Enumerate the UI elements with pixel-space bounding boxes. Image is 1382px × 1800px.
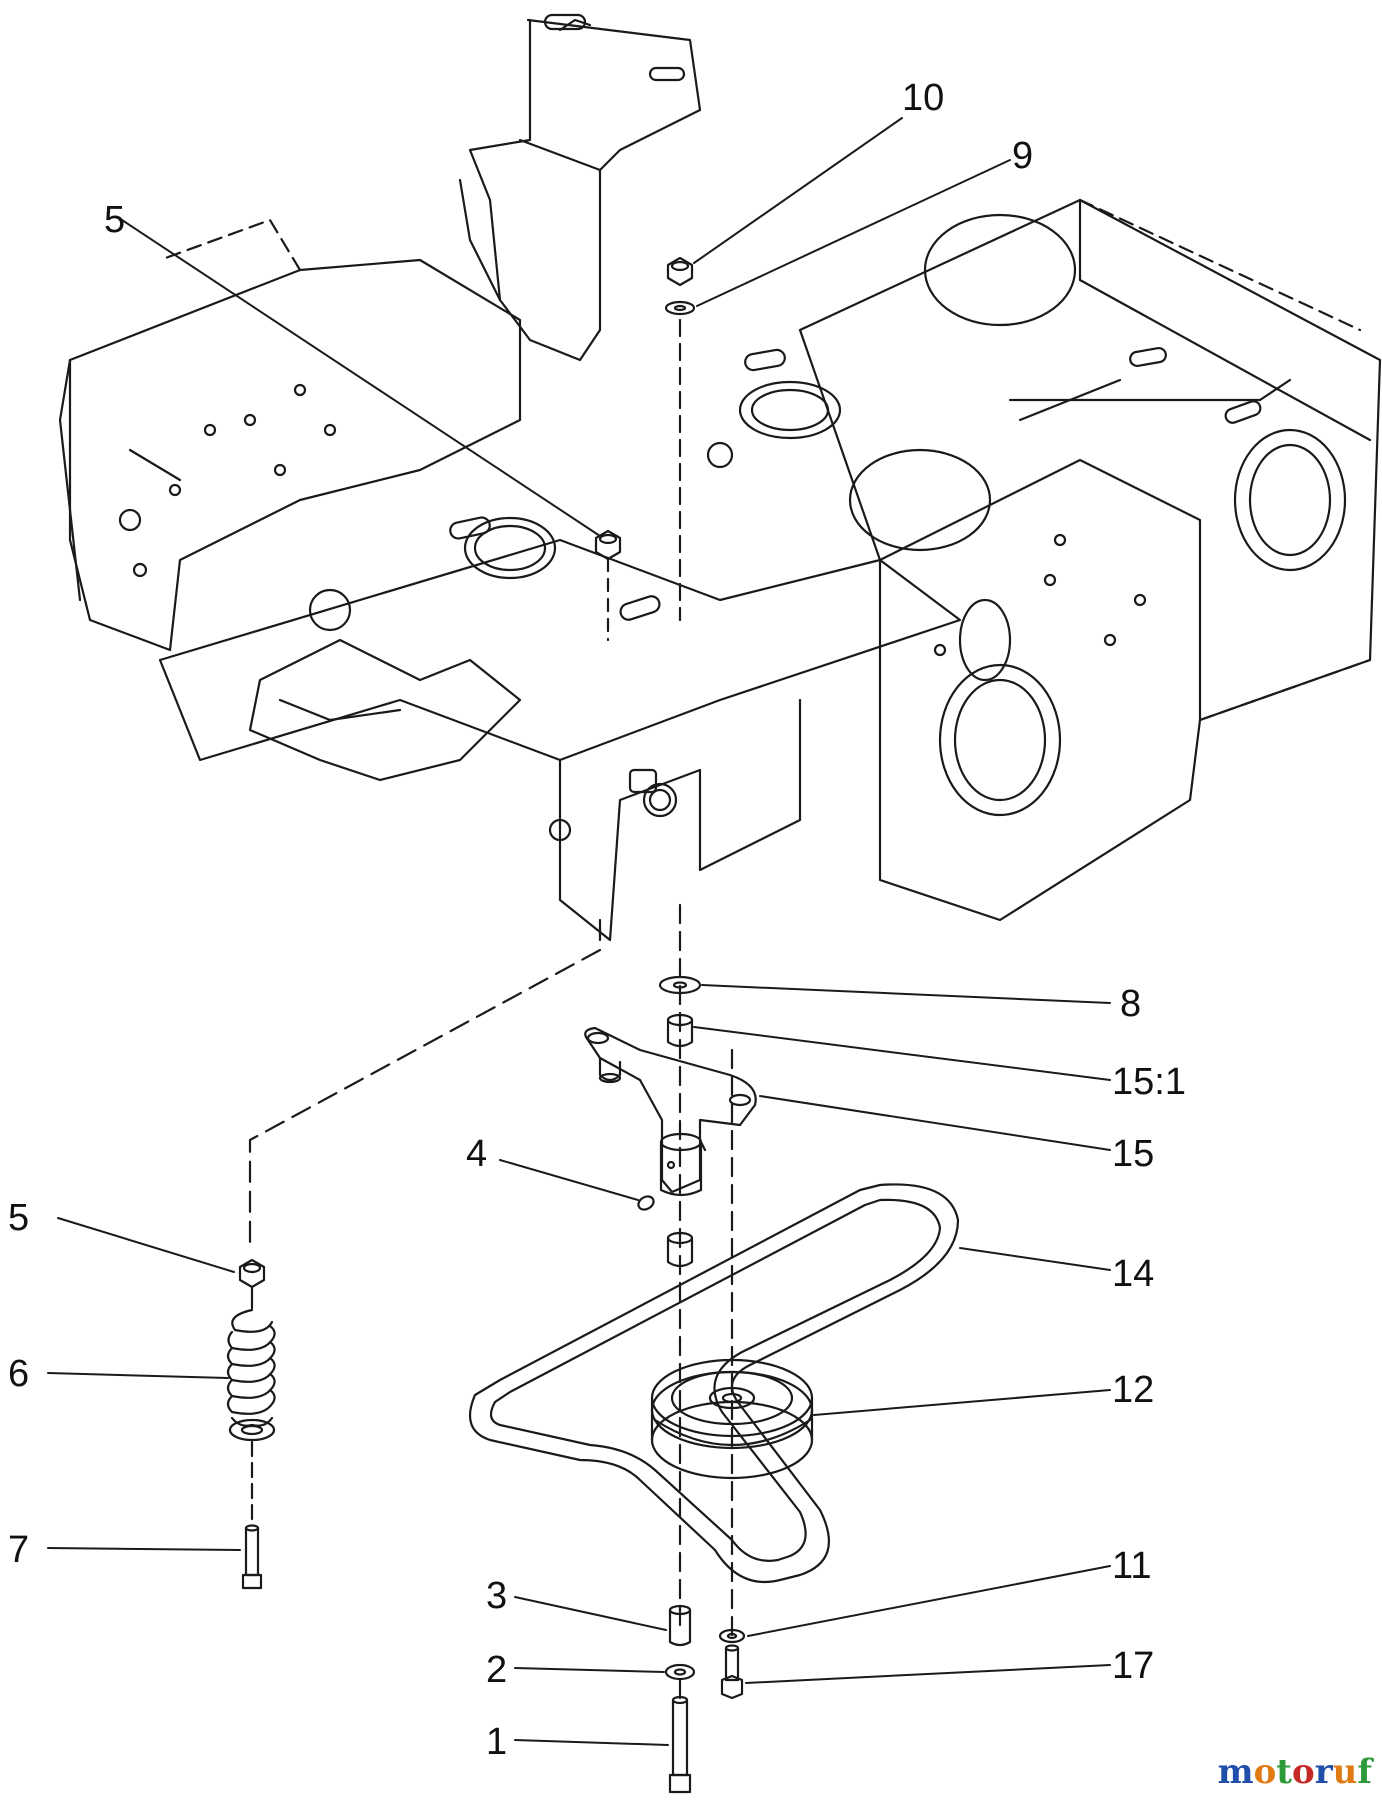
- bushing-lower: [666, 1231, 694, 1268]
- bushing-part-15-1: [666, 1013, 694, 1048]
- spacer-part-3: [668, 1604, 692, 1647]
- callout-7: 7: [8, 1529, 29, 1571]
- callout-4: 4: [466, 1133, 487, 1175]
- pivot-hub: [659, 1132, 703, 1197]
- spring-anchor-line: [248, 918, 602, 1247]
- callout-9: 9: [1012, 135, 1033, 177]
- washer-part-9: [664, 300, 696, 316]
- callout-17: 17: [1112, 1645, 1154, 1687]
- watermark-logo: motoruf: [1217, 1752, 1372, 1792]
- nut-part-10: [666, 256, 694, 287]
- callout-10: 10: [902, 77, 944, 119]
- nut-part-5-upper: [594, 529, 622, 642]
- callout-15: 15: [1112, 1133, 1154, 1175]
- belt-part-14: [468, 1183, 960, 1584]
- washer-part-11: [718, 1628, 746, 1644]
- bolt-part-17: [720, 1644, 744, 1700]
- callout-6: 6: [8, 1353, 29, 1395]
- callout-1: 1: [486, 1721, 507, 1763]
- callout-15-1: 15:1: [1112, 1061, 1186, 1103]
- pulley-part-12: [650, 1358, 814, 1480]
- callout-2: 2: [486, 1649, 507, 1691]
- nut-part-5-lower: [238, 1258, 266, 1289]
- callout-3: 3: [486, 1575, 507, 1617]
- bolt-part-1: [668, 1695, 692, 1794]
- chassis-frame: [58, 13, 1382, 942]
- callout-8: 8: [1120, 983, 1141, 1025]
- callout-12: 12: [1112, 1369, 1154, 1411]
- spring-part-6: [226, 1308, 276, 1442]
- callout-5-lower: 5: [8, 1197, 29, 1239]
- leader-lines: [47, 117, 1111, 1746]
- bolt-part-7: [241, 1524, 263, 1590]
- idler-arm-part-15: [584, 1026, 757, 1194]
- set-screw-part-4: [637, 1195, 655, 1211]
- washer-part-8: [658, 975, 702, 995]
- callout-5-upper: 5: [104, 199, 125, 241]
- callout-14: 14: [1112, 1253, 1154, 1295]
- callout-labels: 10 9 5 8 15:1 15 4 5 14 6 12 7 11 3 17 2…: [8, 77, 1186, 1763]
- washer-part-2: [664, 1663, 696, 1681]
- callout-11: 11: [1112, 1545, 1151, 1587]
